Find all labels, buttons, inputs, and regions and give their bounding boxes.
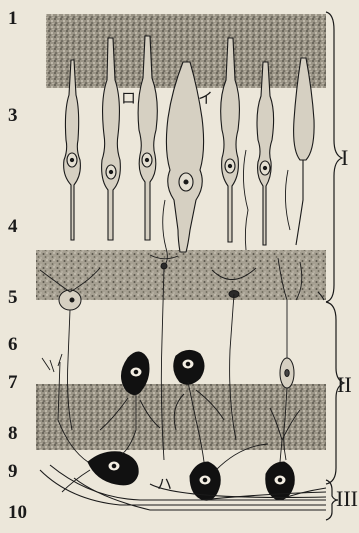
layer-label-3: 3	[8, 105, 18, 126]
cell-mark-ha: ハ	[157, 477, 172, 493]
brace-labels: I II III	[336, 145, 358, 511]
layer-label-8: 8	[8, 423, 18, 444]
layer-band-4-5	[36, 250, 326, 300]
layer-label-5: 5	[8, 287, 18, 308]
layer-label-1: 1	[8, 8, 18, 29]
layer-band-8	[36, 384, 326, 450]
cell-mark-i: イ	[198, 91, 213, 107]
layer-number-labels: 1 3 4 5 6 7 8 9 10	[8, 8, 27, 523]
layer-label-9: 9	[8, 461, 18, 482]
brace-label-II: II	[337, 372, 352, 397]
layer-label-10: 10	[8, 502, 27, 523]
cell-mark-ro: ロ	[121, 91, 136, 107]
brace-label-I: I	[341, 145, 348, 170]
layer-label-6: 6	[8, 334, 18, 355]
layer-label-4: 4	[8, 216, 18, 237]
layer-label-7: 7	[8, 372, 18, 393]
brace-label-III: III	[336, 486, 358, 511]
